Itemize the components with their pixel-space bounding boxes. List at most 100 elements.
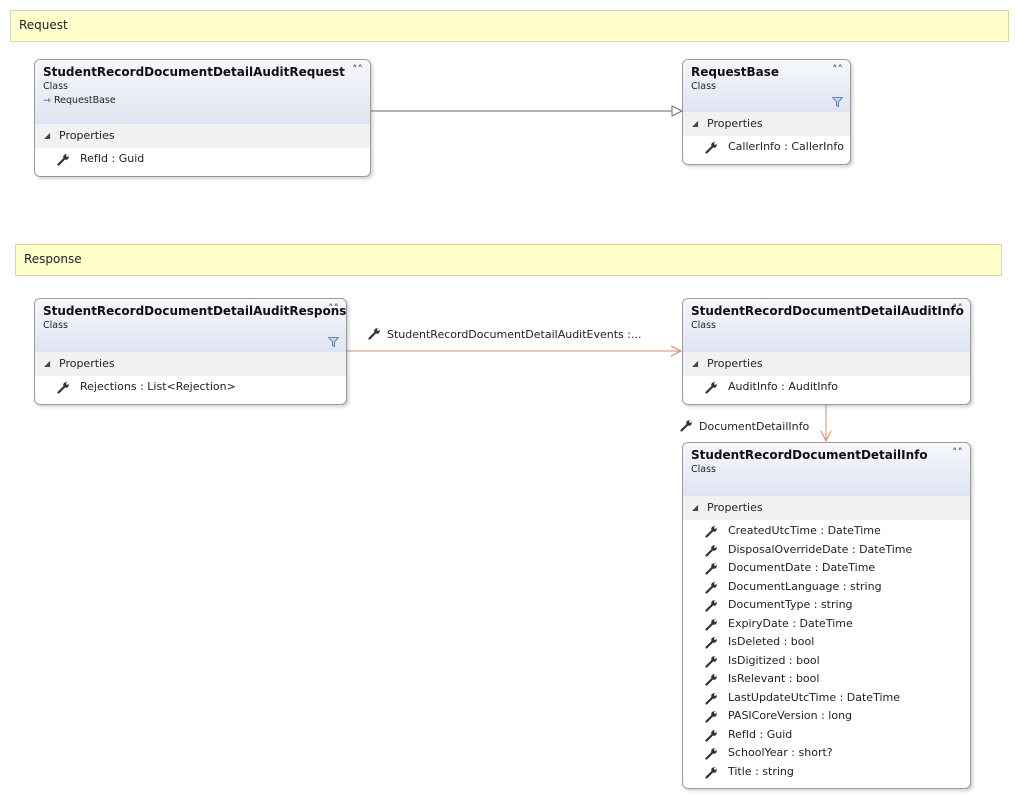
base-class-name: RequestBase: [54, 95, 116, 106]
class-header[interactable]: StudentRecordDocumentDetailInfo Class ˄˄: [683, 443, 970, 496]
wrench-icon: [705, 526, 717, 538]
property-label: DocumentDate : DateTime: [728, 561, 876, 574]
collapse-icon[interactable]: ˄˄: [352, 63, 363, 76]
property-label: Title : string: [728, 764, 794, 778]
triangle-down-icon[interactable]: ◢: [692, 359, 699, 368]
property-item[interactable]: IsDigitized : bool: [683, 652, 970, 671]
collapse-icon[interactable]: ˄˄: [328, 302, 339, 315]
triangle-down-icon[interactable]: ◢: [692, 503, 699, 512]
class-kind: Class: [691, 81, 716, 92]
class-audit-info[interactable]: StudentRecordDocumentDetailAuditInfo Cla…: [682, 298, 971, 405]
class-detail-info[interactable]: StudentRecordDocumentDetailInfo Class ˄˄…: [682, 442, 971, 789]
property-item[interactable]: DisposalOverrideDate : DateTime: [683, 541, 970, 560]
wrench-icon: [57, 382, 69, 394]
wrench-icon: [705, 142, 717, 154]
class-name: StudentRecordDocumentDetailAuditInfo: [691, 304, 964, 318]
properties-section-header[interactable]: ◢ Properties: [683, 352, 970, 376]
class-kind: Class: [43, 81, 68, 92]
wrench-icon: [705, 563, 717, 575]
class-header[interactable]: RequestBase Class ˄˄: [683, 60, 850, 112]
wrench-icon: [705, 618, 717, 631]
class-audit-response[interactable]: StudentRecordDocumentDetailAuditResponse…: [34, 298, 347, 405]
property-label: DocumentLanguage : string: [728, 579, 882, 593]
class-header[interactable]: StudentRecordDocumentDetailAuditInfo Cla…: [683, 299, 970, 352]
class-header[interactable]: StudentRecordDocumentDetailAuditResponse…: [35, 299, 346, 352]
property-label: IsDigitized : bool: [728, 653, 820, 667]
class-kind: Class: [691, 464, 716, 475]
collapse-icon[interactable]: ˄˄: [952, 302, 963, 315]
filter-icon[interactable]: [328, 337, 339, 347]
property-item[interactable]: Title : string: [683, 763, 970, 782]
association-label-text: StudentRecordDocumentDetailAuditEvents :…: [387, 328, 642, 341]
wrench-icon: [705, 655, 717, 668]
property-label: RefId : Guid: [728, 727, 793, 741]
wrench-icon: [705, 382, 717, 394]
audit-events-arrowhead: [670, 345, 683, 357]
properties-list: CallerInfo : CallerInfo: [683, 136, 850, 161]
property-label: IsRelevant : bool: [728, 672, 820, 685]
property-item[interactable]: DocumentDate : DateTime: [683, 559, 970, 578]
wrench-icon: [368, 328, 380, 340]
wrench-icon: [705, 729, 717, 742]
response-comment[interactable]: Response: [15, 244, 1002, 276]
property-item[interactable]: SchoolYear : short?: [683, 744, 970, 763]
property-item[interactable]: CallerInfo : CallerInfo: [683, 138, 850, 157]
property-label: ExpiryDate : DateTime: [728, 616, 853, 630]
document-detail-association-label[interactable]: DocumentDetailInfo: [680, 419, 809, 433]
triangle-down-icon[interactable]: ◢: [44, 131, 51, 140]
property-item[interactable]: RefId : Guid: [683, 726, 970, 745]
filter-icon[interactable]: [832, 97, 843, 107]
wrench-icon: [705, 711, 717, 723]
wrench-icon: [705, 637, 717, 649]
property-item[interactable]: AuditInfo : AuditInfo: [683, 378, 970, 397]
wrench-icon: [705, 692, 717, 705]
property-item[interactable]: PASICoreVersion : long: [683, 707, 970, 726]
property-label: DocumentType : string: [728, 598, 853, 611]
property-item[interactable]: IsDeleted : bool: [683, 633, 970, 652]
class-header[interactable]: StudentRecordDocumentDetailAuditRequest …: [35, 60, 370, 124]
class-kind: Class: [691, 320, 716, 331]
properties-list: Rejections : List<Rejection>: [35, 376, 346, 401]
response-comment-text: Response: [24, 252, 82, 266]
class-request-base[interactable]: RequestBase Class ˄˄ ◢ Properties Caller…: [682, 59, 851, 165]
association-label-text: DocumentDetailInfo: [699, 420, 810, 433]
triangle-down-icon[interactable]: ◢: [692, 119, 699, 128]
wrench-icon: [705, 748, 717, 760]
property-label: AuditInfo : AuditInfo: [728, 380, 839, 393]
inheritance-arrow-icon: ⇾: [43, 95, 51, 106]
property-item[interactable]: RefId : Guid: [35, 150, 370, 169]
class-audit-request[interactable]: StudentRecordDocumentDetailAuditRequest …: [34, 59, 371, 177]
property-item[interactable]: IsRelevant : bool: [683, 670, 970, 689]
collapse-icon[interactable]: ˄˄: [832, 63, 843, 76]
class-base: ⇾ RequestBase: [43, 95, 362, 106]
properties-section-header[interactable]: ◢ Properties: [35, 352, 346, 376]
properties-section-header[interactable]: ◢ Properties: [35, 124, 370, 148]
property-item[interactable]: LastUpdateUtcTime : DateTime: [683, 689, 970, 708]
class-name: StudentRecordDocumentDetailInfo: [691, 448, 928, 462]
wrench-icon: [705, 674, 717, 686]
wrench-icon: [680, 420, 692, 432]
class-name: RequestBase: [691, 65, 780, 79]
wrench-icon: [705, 544, 717, 557]
property-item[interactable]: Rejections : List<Rejection>: [35, 378, 346, 397]
property-item[interactable]: CreatedUtcTime : DateTime: [683, 522, 970, 541]
request-comment-text: Request: [19, 18, 68, 32]
property-label: PASICoreVersion : long: [728, 709, 853, 722]
wrench-icon: [705, 600, 717, 612]
request-comment[interactable]: Request: [10, 10, 1009, 42]
collapse-icon[interactable]: ˄˄: [952, 446, 963, 459]
audit-events-association-label[interactable]: StudentRecordDocumentDetailAuditEvents :…: [368, 327, 641, 341]
property-label: SchoolYear : short?: [728, 746, 833, 759]
property-item[interactable]: DocumentLanguage : string: [683, 578, 970, 597]
properties-section-header[interactable]: ◢ Properties: [683, 112, 850, 136]
class-name: StudentRecordDocumentDetailAuditResponse: [43, 304, 347, 318]
triangle-down-icon[interactable]: ◢: [44, 359, 51, 368]
property-label: DisposalOverrideDate : DateTime: [728, 542, 913, 556]
properties-section-header[interactable]: ◢ Properties: [683, 496, 970, 520]
properties-list: RefId : Guid: [35, 148, 370, 173]
properties-list: AuditInfo : AuditInfo: [683, 376, 970, 401]
property-item[interactable]: DocumentType : string: [683, 596, 970, 615]
property-item[interactable]: ExpiryDate : DateTime: [683, 615, 970, 634]
